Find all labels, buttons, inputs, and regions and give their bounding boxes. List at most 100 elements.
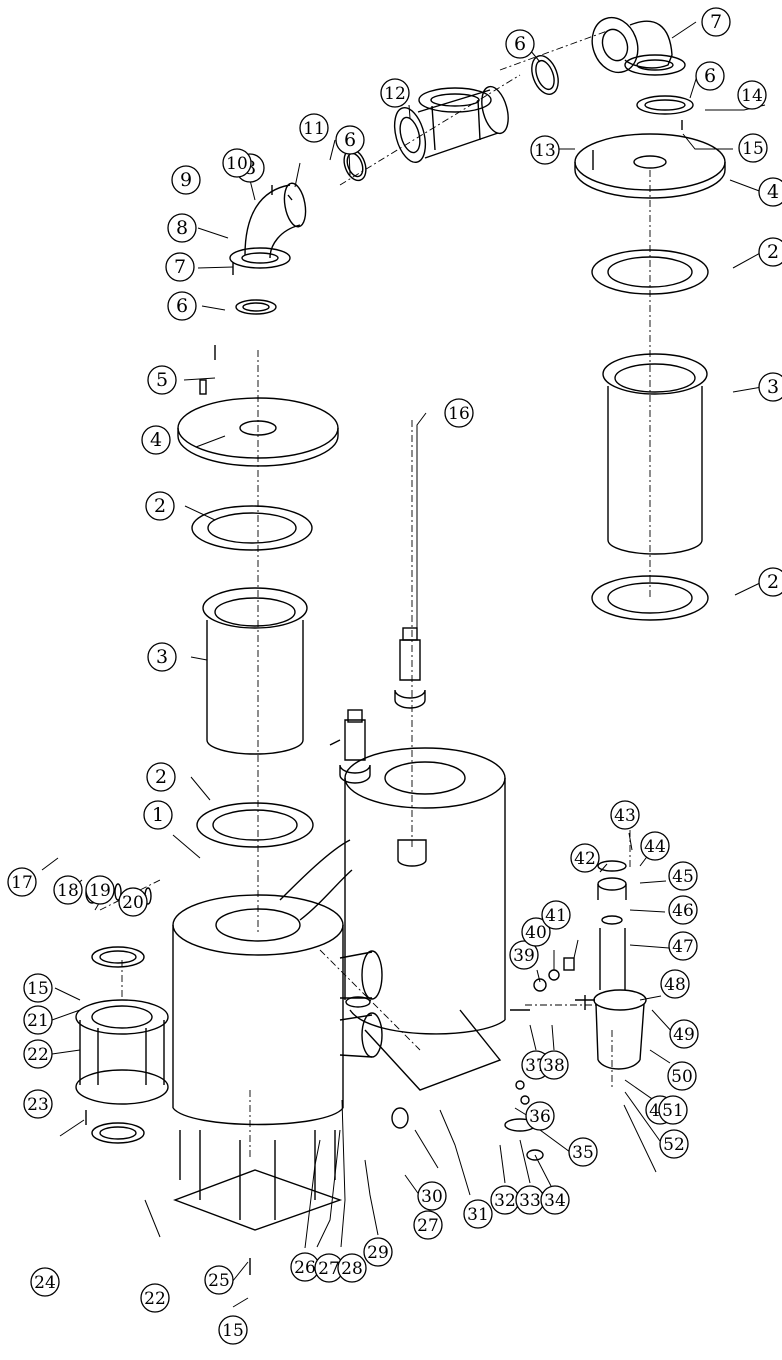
callout-52: 52 [659, 1129, 689, 1159]
callout-number: 39 [513, 946, 535, 966]
callout-circle [23, 1039, 53, 1069]
callout-number: 16 [448, 404, 470, 424]
vessel-left [172, 894, 344, 1231]
callout-number: 6 [514, 33, 526, 55]
callout-circle [539, 1050, 569, 1080]
callout-47: 47 [668, 931, 698, 961]
callout-number: 27 [417, 1216, 439, 1236]
callout-22: 22 [23, 1039, 53, 1069]
callout-4: 4 [758, 177, 782, 207]
callout-11: 11 [299, 113, 329, 143]
callout-circle [659, 1129, 689, 1159]
callout-number: 24 [34, 1273, 56, 1293]
callout-6: 6 [505, 29, 535, 59]
callout-2: 2 [758, 567, 782, 597]
callout-43: 43 [610, 800, 640, 830]
callout-16: 16 [444, 398, 474, 428]
callout-number: 2 [767, 241, 779, 263]
filter-element-right [602, 353, 708, 555]
callout-29: 29 [363, 1237, 393, 1267]
callout-circle [337, 1253, 367, 1283]
callout-39: 39 [509, 940, 539, 970]
callout-number: 25 [208, 1271, 230, 1291]
callout-circle [509, 940, 539, 970]
callout-circle [701, 7, 731, 37]
callout-number: 8 [176, 217, 188, 239]
callout-number: 6 [704, 65, 716, 87]
callout-number: 22 [144, 1289, 166, 1309]
callout-23: 23 [23, 1089, 53, 1119]
callout-circle [380, 78, 410, 108]
callout-21: 21 [23, 1005, 53, 1035]
callout-7: 7 [165, 252, 195, 282]
callout-28: 28 [337, 1253, 367, 1283]
callout-circle [568, 1137, 598, 1167]
callout-15: 15 [738, 133, 768, 163]
callout-number: 31 [467, 1205, 489, 1225]
vessel-right [344, 747, 506, 1091]
callout-number: 38 [543, 1056, 565, 1076]
callout-circle [417, 1181, 447, 1211]
callout-22: 22 [140, 1283, 170, 1313]
callout-circle [147, 365, 177, 395]
callout-circle [758, 567, 782, 597]
callout-number: 3 [156, 646, 168, 668]
drain-filter [575, 860, 647, 1070]
callout-2: 2 [145, 491, 175, 521]
callout-number: 45 [672, 867, 694, 887]
callout-circle [658, 1095, 688, 1125]
callout-circle [167, 213, 197, 243]
callout-circle [335, 125, 365, 155]
callout-15: 15 [218, 1315, 248, 1345]
callout-circle [610, 800, 640, 830]
callout-circle [668, 895, 698, 925]
callout-number: 28 [341, 1259, 363, 1279]
callout-number: 13 [534, 141, 556, 161]
callout-number: 36 [529, 1107, 551, 1127]
callout-circle [141, 425, 171, 455]
callout-circle [541, 900, 571, 930]
callout-circle [53, 875, 83, 905]
callout-number: 15 [742, 139, 764, 159]
callout-20: 20 [118, 887, 148, 917]
callout-circle [299, 113, 329, 143]
callout-24: 24 [30, 1267, 60, 1297]
callout-number: 20 [122, 893, 144, 913]
gasket-6-top [531, 55, 694, 115]
callout-number: 10 [226, 154, 248, 174]
callout-number: 23 [27, 1095, 49, 1115]
callout-number: 48 [664, 975, 686, 995]
callout-42: 42 [570, 843, 600, 873]
callout-circle [463, 1199, 493, 1229]
callout-circle [167, 291, 197, 321]
callout-36: 36 [525, 1101, 555, 1131]
callout-50: 50 [667, 1061, 697, 1091]
callout-circle [737, 80, 767, 110]
callout-number: 4 [150, 429, 162, 451]
callout-45: 45 [668, 861, 698, 891]
callout-circle [222, 148, 252, 178]
callout-number: 3 [767, 376, 779, 398]
callout-circle [146, 762, 176, 792]
callout-circle [660, 969, 690, 999]
callout-number: 49 [673, 1025, 695, 1045]
callout-number: 6 [176, 295, 188, 317]
callout-number: 6 [344, 129, 356, 151]
callout-number: 22 [27, 1045, 49, 1065]
callout-number: 34 [544, 1191, 566, 1211]
callout-number: 19 [89, 881, 111, 901]
callout-41: 41 [541, 900, 571, 930]
callout-number: 27 [318, 1259, 340, 1279]
bolts [85, 120, 683, 1275]
callout-number: 15 [222, 1321, 244, 1341]
callout-6: 6 [167, 291, 197, 321]
callout-7: 7 [701, 7, 731, 37]
callout-number: 30 [421, 1187, 443, 1207]
callout-number: 7 [174, 256, 186, 278]
callout-number: 32 [494, 1191, 516, 1211]
callout-circle [758, 237, 782, 267]
callout-19: 19 [85, 875, 115, 905]
callout-number: 9 [180, 169, 192, 191]
callout-circle [143, 800, 173, 830]
callout-35: 35 [568, 1137, 598, 1167]
